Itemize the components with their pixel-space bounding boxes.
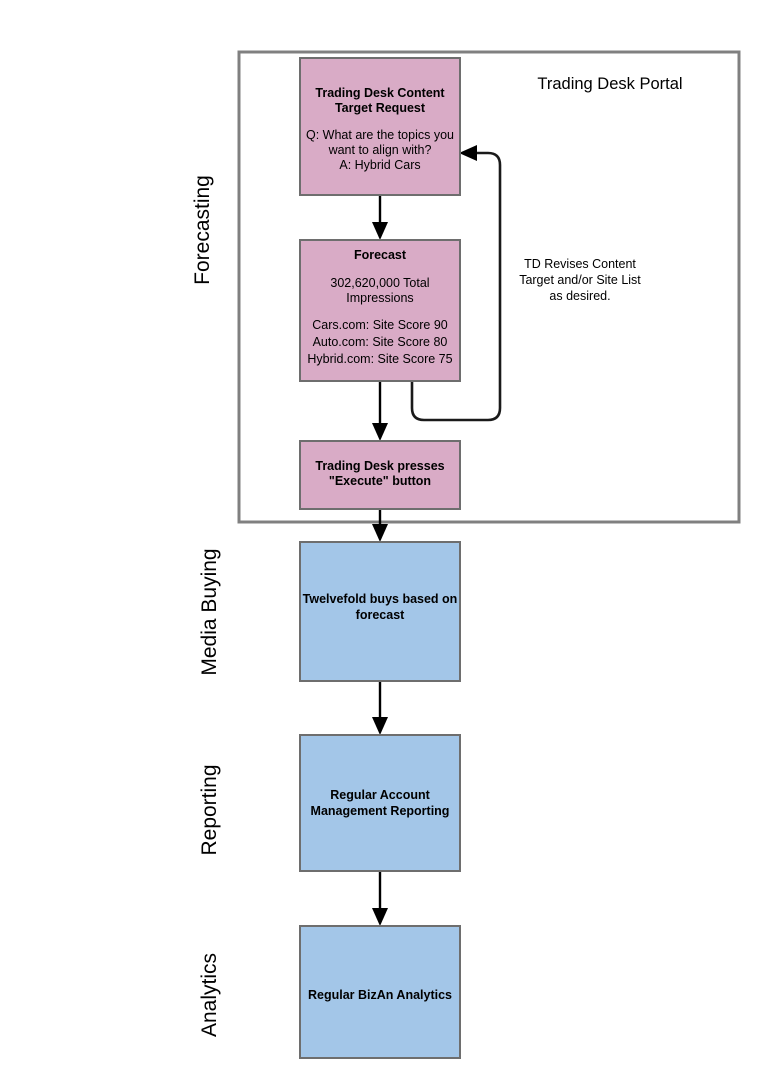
phase-label-forecasting: Forecasting [191,175,214,285]
phase-label-reporting: Reporting [198,764,221,855]
node-account-management-reporting-line-2: Management Reporting [311,804,450,818]
node-forecast-line-4: Impressions [346,291,413,305]
node-content-target-request-line-4: Q: What are the topics you [306,128,454,142]
revision-loop-note-line-1: TD Revises Content [524,257,636,271]
node-forecast-line-8: Hybrid.com: Site Score 75 [307,352,452,366]
revision-loop-note: TD Revises Content Target and/or Site Li… [519,257,641,303]
node-execute-button-press[interactable]: Trading Desk presses "Execute" button [299,440,461,510]
node-content-target-request-line-6: A: Hybrid Cars [339,158,420,172]
revision-loop-note-line-3: as desired. [549,289,610,303]
connector-forecast-to-execute [372,381,388,441]
phase-label-media-buying: Media Buying [198,548,221,675]
node-forecast-line-7: Auto.com: Site Score 80 [313,335,448,349]
node-execute-button-press-line-2: "Execute" button [329,474,431,488]
node-forecast-line-6: Cars.com: Site Score 90 [312,318,448,332]
node-execute-button-press-shape[interactable] [299,440,461,510]
node-forecast-line-3: 302,620,000 Total [330,276,429,290]
connector-twelvefold-to-reporting [372,681,388,735]
node-account-management-reporting-line-1: Regular Account [330,788,430,802]
node-forecast[interactable]: Forecast 302,620,000 Total Impressions C… [299,239,461,382]
node-twelvefold-buys-shape[interactable] [299,541,461,682]
node-account-management-reporting[interactable]: Regular Account Management Reporting [299,734,461,872]
node-content-target-request-line-1: Trading Desk Content [315,86,445,100]
node-bizan-analytics-shape[interactable] [299,925,461,1059]
connector-revision-feedback-loop [410,145,502,422]
revision-loop-note-line-2: Target and/or Site List [519,273,641,287]
node-content-target-request[interactable]: Trading Desk Content Target Request Q: W… [299,57,461,196]
phase-label-analytics-text: Analytics [198,953,221,1037]
node-bizan-analytics[interactable]: Regular BizAn Analytics [299,925,461,1059]
node-content-target-request-line-2: Target Request [335,101,426,115]
node-forecast-shape[interactable] [299,239,461,382]
node-account-management-reporting-shape[interactable] [299,734,461,872]
node-content-target-request-line-5: want to align with? [328,143,432,157]
node-content-target-request-shape[interactable] [299,57,461,196]
trading-desk-portal-title: Trading Desk Portal [537,75,682,93]
trading-desk-portal-container [237,50,741,524]
node-twelvefold-buys-line-2: forecast [356,608,405,622]
phase-label-analytics: Analytics [198,953,221,1037]
phase-label-forecasting-text: Forecasting [191,175,214,285]
node-twelvefold-buys-line-1: Twelvefold buys based on [303,592,458,606]
phase-label-reporting-text: Reporting [198,764,221,855]
node-forecast-line-1: Forecast [354,248,407,262]
connector-request-to-forecast [372,195,388,240]
connector-execute-to-twelvefold [372,509,388,542]
node-bizan-analytics-line-1: Regular BizAn Analytics [308,988,452,1002]
node-twelvefold-buys[interactable]: Twelvefold buys based on forecast [299,541,461,682]
connector-reporting-to-analytics [372,871,388,926]
phase-label-media-buying-text: Media Buying [198,548,221,675]
node-execute-button-press-line-1: Trading Desk presses [315,459,444,473]
